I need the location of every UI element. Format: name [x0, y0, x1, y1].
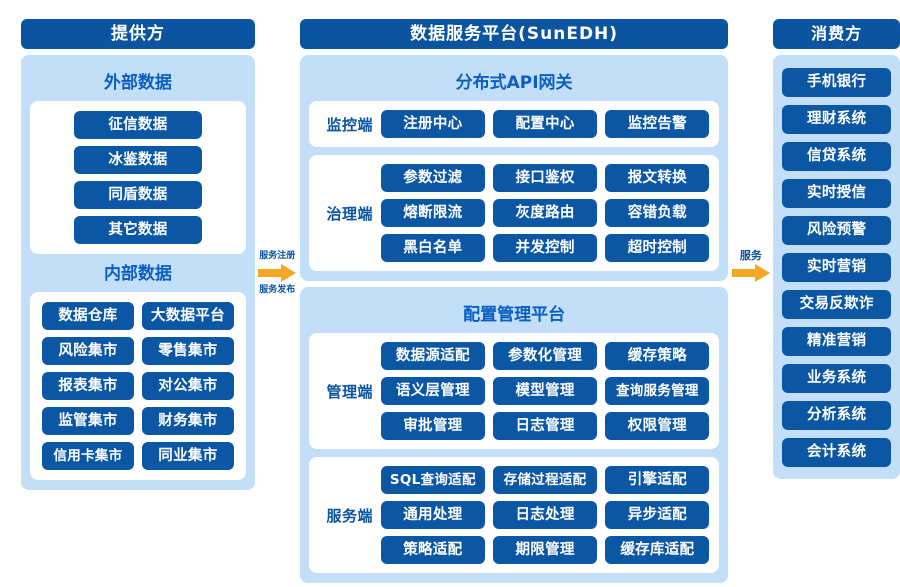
monitoring-group-grid: 注册中心 配置中心 监控告警 — [380, 110, 710, 138]
list-item[interactable]: 交易反欺诈 — [782, 290, 891, 319]
list-item[interactable]: 配置中心 — [492, 110, 598, 138]
list-item[interactable]: 大数据平台 — [141, 302, 234, 330]
internal-data-title: 内部数据 — [103, 264, 172, 284]
api-gateway-panel: 分布式API网关 监控端 注册中心 配置中心 监控告警 治理端 参数过滤 接口鉴… — [299, 55, 729, 281]
list-item[interactable]: 信贷系统 — [782, 142, 891, 171]
service-group-label: 服务端 — [326, 506, 373, 525]
list-item[interactable]: 查询服务管理 — [605, 377, 710, 405]
consumer-header: 消费方 — [773, 19, 900, 49]
config-platform-title: 配置管理平台 — [463, 305, 566, 325]
service-group-card: 服务端 SQL查询适配 存储过程适配 引擎适配 通用处理 日志处理 异步适配 策… — [308, 457, 720, 573]
list-item[interactable]: 策略适配 — [380, 536, 485, 564]
list-item[interactable]: 同盾数据 — [73, 181, 202, 209]
list-item[interactable]: 熔断限流 — [380, 199, 485, 227]
list-item[interactable]: 实时授信 — [782, 179, 891, 208]
governance-group-grid: 参数过滤 接口鉴权 报文转换 熔断限流 灰度路由 容错负载 黑白名单 并发控制 … — [380, 164, 710, 262]
platform-column: 数据服务平台(SunEDH) 分布式API网关 监控端 注册中心 配置中心 监控… — [299, 0, 729, 583]
list-item[interactable]: 接口鉴权 — [492, 164, 598, 192]
arrow-label-top: 服务注册 — [259, 251, 296, 261]
list-item[interactable]: 监管集市 — [42, 407, 134, 435]
list-item[interactable]: 通用处理 — [380, 501, 485, 529]
monitoring-group-card: 监控端 注册中心 配置中心 监控告警 — [308, 101, 720, 147]
platform-to-consumer-arrow: 服务 — [728, 250, 773, 284]
list-item[interactable]: 超时控制 — [605, 234, 710, 262]
list-item[interactable]: 权限管理 — [605, 412, 710, 440]
config-platform-panel: 配置管理平台 管理端 数据源适配 参数化管理 缓存策略 语义层管理 模型管理 查… — [299, 287, 729, 583]
list-item[interactable]: 其它数据 — [73, 216, 202, 244]
list-item[interactable]: 信用卡集市 — [42, 442, 134, 470]
list-item[interactable]: SQL查询适配 — [380, 466, 485, 494]
list-item[interactable]: 期限管理 — [492, 536, 598, 564]
management-group-card: 管理端 数据源适配 参数化管理 缓存策略 语义层管理 模型管理 查询服务管理 审… — [308, 333, 720, 449]
platform-to-consumer-arrow-column: 服务 — [728, 0, 773, 284]
list-item[interactable]: 会计系统 — [782, 438, 891, 467]
list-item[interactable]: 零售集市 — [141, 337, 234, 365]
provider-to-platform-arrow-column: 服务注册 服务发布 — [255, 0, 300, 296]
list-item[interactable]: 数据源适配 — [380, 342, 485, 370]
list-item[interactable]: 日志处理 — [492, 501, 598, 529]
list-item[interactable]: 数据仓库 — [42, 302, 134, 330]
management-group-grid: 数据源适配 参数化管理 缓存策略 语义层管理 模型管理 查询服务管理 审批管理 … — [380, 342, 710, 440]
arrow-label-service: 服务 — [739, 249, 762, 262]
list-item[interactable]: 手机银行 — [782, 68, 891, 97]
internal-data-card: 数据仓库 大数据平台 风险集市 零售集市 报表集市 对公集市 监管集市 财务集市… — [30, 292, 246, 480]
api-gateway-title: 分布式API网关 — [455, 73, 573, 93]
provider-header: 提供方 — [21, 19, 255, 49]
service-group-grid: SQL查询适配 存储过程适配 引擎适配 通用处理 日志处理 异步适配 策略适配 … — [380, 466, 710, 564]
arrow-label-bottom: 服务发布 — [259, 285, 296, 295]
provider-to-platform-arrow: 服务注册 服务发布 — [255, 250, 300, 296]
list-item[interactable]: 理财系统 — [782, 105, 891, 134]
list-item[interactable]: 征信数据 — [73, 111, 202, 139]
arrow-right-icon — [731, 264, 770, 282]
internal-data-list: 数据仓库 大数据平台 风险集市 零售集市 报表集市 对公集市 监管集市 财务集市… — [42, 302, 234, 470]
list-item[interactable]: 模型管理 — [492, 377, 598, 405]
list-item[interactable]: 分析系统 — [782, 401, 891, 430]
list-item[interactable]: 黑白名单 — [380, 234, 485, 262]
external-data-card: 征信数据 冰鉴数据 同盾数据 其它数据 — [30, 101, 246, 254]
list-item[interactable]: 报表集市 — [42, 372, 134, 400]
platform-header: 数据服务平台(SunEDH) — [299, 19, 729, 49]
list-item[interactable]: 日志管理 — [492, 412, 598, 440]
list-item[interactable]: 引擎适配 — [605, 466, 710, 494]
provider-column: 提供方 外部数据 征信数据 冰鉴数据 同盾数据 其它数据 内部数据 数据仓库 大… — [21, 0, 255, 490]
list-item[interactable]: 存储过程适配 — [492, 466, 598, 494]
list-item[interactable]: 财务集市 — [141, 407, 234, 435]
list-item[interactable]: 灰度路由 — [492, 199, 598, 227]
list-item[interactable]: 参数过滤 — [380, 164, 485, 192]
management-group-label: 管理端 — [326, 382, 373, 401]
list-item[interactable]: 对公集市 — [141, 372, 234, 400]
consumer-column: 消费方 手机银行 理财系统 信贷系统 实时授信 风险预警 实时营销 交易反欺诈 … — [773, 0, 900, 479]
governance-group-card: 治理端 参数过滤 接口鉴权 报文转换 熔断限流 灰度路由 容错负载 黑白名单 并… — [308, 155, 720, 271]
list-item[interactable]: 同业集市 — [141, 442, 234, 470]
external-data-panel: 外部数据 征信数据 冰鉴数据 同盾数据 其它数据 内部数据 数据仓库 大数据平台… — [21, 55, 255, 490]
list-item[interactable]: 监控告警 — [605, 110, 710, 138]
governance-group-label: 治理端 — [326, 204, 373, 223]
list-item[interactable]: 参数化管理 — [492, 342, 598, 370]
list-item[interactable]: 异步适配 — [605, 501, 710, 529]
consumer-panel: 手机银行 理财系统 信贷系统 实时授信 风险预警 实时营销 交易反欺诈 精准营销… — [773, 55, 900, 479]
list-item[interactable]: 缓存库适配 — [605, 536, 710, 564]
list-item[interactable]: 缓存策略 — [605, 342, 710, 370]
monitoring-group-label: 监控端 — [326, 115, 373, 134]
list-item[interactable]: 业务系统 — [782, 364, 891, 393]
list-item[interactable]: 语义层管理 — [380, 377, 485, 405]
list-item[interactable]: 实时营销 — [782, 253, 891, 282]
list-item[interactable]: 报文转换 — [605, 164, 710, 192]
list-item[interactable]: 风险集市 — [42, 337, 134, 365]
list-item[interactable]: 冰鉴数据 — [73, 146, 202, 174]
list-item[interactable]: 并发控制 — [492, 234, 598, 262]
list-item[interactable]: 容错负载 — [605, 199, 710, 227]
external-data-title: 外部数据 — [103, 73, 172, 93]
list-item[interactable]: 审批管理 — [380, 412, 485, 440]
arrow-right-icon — [258, 264, 297, 282]
list-item[interactable]: 精准营销 — [782, 327, 891, 356]
external-data-list: 征信数据 冰鉴数据 同盾数据 其它数据 — [73, 111, 202, 244]
list-item[interactable]: 注册中心 — [380, 110, 485, 138]
list-item[interactable]: 风险预警 — [782, 216, 891, 245]
